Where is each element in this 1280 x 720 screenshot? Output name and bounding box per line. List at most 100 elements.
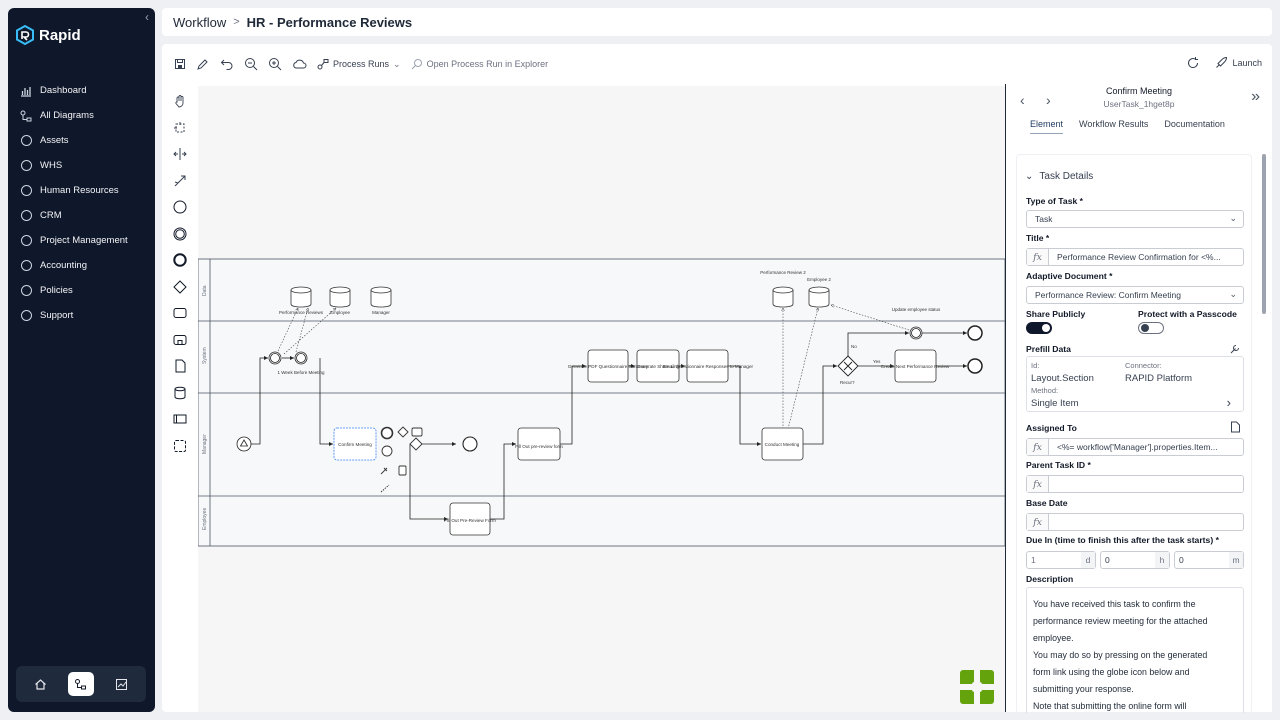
launch-button[interactable]: Launch — [1214, 56, 1262, 70]
group-tool[interactable] — [168, 433, 192, 460]
prefill-id-label: Id: — [1031, 361, 1040, 370]
task-email-responses[interactable]: Email Questionnaire Responses to Manager — [663, 364, 754, 369]
open-explorer-button[interactable]: Open Process Run in Explorer — [411, 58, 548, 70]
end-event-tool[interactable] — [168, 247, 192, 274]
breadcrumb: Workflow > HR - Performance Reviews — [162, 8, 1272, 36]
fx-icon[interactable]: fx — [1027, 249, 1049, 265]
space-tool[interactable] — [168, 141, 192, 168]
sidebar-item-support[interactable]: Support — [20, 303, 151, 328]
data-object-tool[interactable] — [168, 353, 192, 380]
wrench-icon[interactable] — [1229, 343, 1241, 355]
data-store-tool[interactable] — [168, 380, 192, 407]
description-line: performance review meeting for the attac… — [1033, 616, 1208, 626]
description-line: You have received this task to confirm t… — [1033, 599, 1196, 609]
pool-tool[interactable] — [168, 406, 192, 433]
undo-button[interactable] — [220, 57, 234, 71]
diagram-canvas[interactable]: Data System Manager Employee Performance… — [197, 86, 1006, 712]
due-hours-value: 0 — [1105, 555, 1110, 565]
collapse-sidebar-icon[interactable]: ‹ — [145, 10, 149, 24]
sidebar-nav: Dashboard All Diagrams Assets WHS Human … — [20, 78, 151, 328]
task-tool[interactable] — [168, 300, 192, 327]
prev-element-icon[interactable]: ‹ — [1020, 92, 1025, 108]
data-store-performance-review-2[interactable]: Performance Review 2 — [760, 270, 806, 275]
intermediate-event-tool[interactable] — [168, 221, 192, 248]
context-pad[interactable] — [380, 426, 423, 493]
description-field[interactable]: You have received this task to confirm t… — [1026, 587, 1244, 713]
sidebar-item-all-diagrams[interactable]: All Diagrams — [20, 103, 151, 128]
edit-button[interactable] — [196, 57, 210, 71]
sidebar-item-accounting[interactable]: Accounting — [20, 253, 151, 278]
task-create-next-review[interactable]: Create Next Performance Review — [881, 364, 950, 369]
parent-task-id-field[interactable]: fx — [1026, 475, 1244, 493]
sidebar-item-label: CRM — [40, 210, 62, 221]
connect-tool[interactable] — [168, 168, 192, 195]
fx-icon[interactable]: fx — [1027, 476, 1049, 492]
event-update-employee-status[interactable]: Update employee status — [892, 307, 941, 312]
protect-toggle[interactable] — [1138, 322, 1164, 334]
sidebar-item-project-management[interactable]: Project Management — [20, 228, 151, 253]
panel-scrollbar[interactable] — [1262, 154, 1266, 314]
fx-icon[interactable]: fx — [1027, 439, 1049, 455]
home-button[interactable] — [27, 672, 53, 696]
task-confirm-meeting[interactable]: Confirm Meeting — [338, 442, 372, 447]
chevron-right-icon[interactable]: › — [1226, 395, 1231, 410]
data-store-performance-reviews[interactable]: Performance Reviews — [279, 310, 324, 315]
workflow-editor: Process Runs⌄ Open Process Run in Explor… — [162, 44, 1272, 714]
sidebar-item-label: Assets — [40, 135, 69, 146]
timer-event-1-week[interactable]: 1 Week Before Meeting — [278, 370, 325, 375]
save-button[interactable] — [174, 58, 186, 70]
gateway-recur[interactable] — [837, 355, 859, 377]
next-element-icon[interactable]: › — [1046, 92, 1051, 108]
task-fill-out-pre-review[interactable]: Fill Out pre-review form — [515, 444, 563, 449]
start-event-tool[interactable] — [168, 194, 192, 221]
refresh-icon[interactable] — [1186, 56, 1200, 70]
share-toggle[interactable] — [1026, 322, 1052, 334]
tab-element[interactable]: Element — [1030, 119, 1064, 134]
collapse-panel-icon[interactable]: » — [1251, 88, 1260, 105]
gateway-icon — [173, 280, 187, 294]
sidebar-item-policies[interactable]: Policies — [20, 278, 151, 303]
adaptive-document-select[interactable]: Performance Review: Confirm Meeting⌄ — [1026, 286, 1244, 304]
reports-button[interactable] — [109, 672, 135, 696]
tab-documentation[interactable]: Documentation — [1164, 119, 1225, 129]
zoom-in-button[interactable] — [268, 57, 282, 71]
fx-icon[interactable]: fx — [1027, 514, 1049, 530]
task-employee-fill-out[interactable]: Fill Out Pre-Review Form — [444, 518, 496, 523]
subprocess-tool[interactable] — [168, 327, 192, 354]
assigned-to-field[interactable]: fx<%= workflow['Manager'].properties.Ite… — [1026, 438, 1244, 456]
document-icon[interactable] — [1230, 421, 1241, 433]
prefill-box[interactable]: Id: Layout.Section Connector: RAPID Plat… — [1026, 356, 1244, 412]
logo[interactable]: Rapid — [16, 25, 81, 45]
gateway-tool[interactable] — [168, 274, 192, 301]
sidebar-item-crm[interactable]: CRM — [20, 203, 151, 228]
tab-workflow-results[interactable]: Workflow Results — [1079, 119, 1149, 129]
subprocess-icon — [173, 334, 187, 345]
hand-tool[interactable] — [168, 88, 192, 115]
task-generate-pdf[interactable]: Generate PDF Questionnaire Summary — [568, 364, 649, 369]
workflow-button[interactable] — [67, 672, 94, 696]
data-store-employee[interactable]: Employee — [330, 310, 351, 315]
task-generate-share-link[interactable]: Generate Share Link — [637, 364, 680, 369]
sidebar-item-human-resources[interactable]: Human Resources — [20, 178, 151, 203]
task-details-form: ⌄Task Details Type of Task * Task⌄ Title… — [1016, 154, 1252, 714]
cloud-deploy-button[interactable] — [292, 57, 307, 71]
data-store-employee-2[interactable]: Employee 2 — [807, 277, 831, 282]
data-store-manager[interactable]: Manager — [372, 310, 390, 315]
sidebar-item-assets[interactable]: Assets — [20, 128, 151, 153]
sidebar-item-whs[interactable]: WHS — [20, 153, 151, 178]
lasso-tool[interactable] — [168, 115, 192, 142]
task-conduct-meeting[interactable]: Conduct Meeting — [765, 442, 800, 447]
zoom-out-button[interactable] — [244, 57, 258, 71]
prefill-method: Single Item — [1031, 398, 1079, 409]
connect-icon — [174, 175, 186, 187]
base-date-field[interactable]: fx — [1026, 513, 1244, 531]
section-task-details[interactable]: ⌄Task Details — [1025, 171, 1093, 182]
process-runs-dropdown[interactable]: Process Runs⌄ — [317, 58, 401, 70]
sidebar-item-dashboard[interactable]: Dashboard — [20, 78, 151, 103]
type-select[interactable]: Task⌄ — [1026, 210, 1244, 228]
breadcrumb-root[interactable]: Workflow — [173, 14, 227, 30]
